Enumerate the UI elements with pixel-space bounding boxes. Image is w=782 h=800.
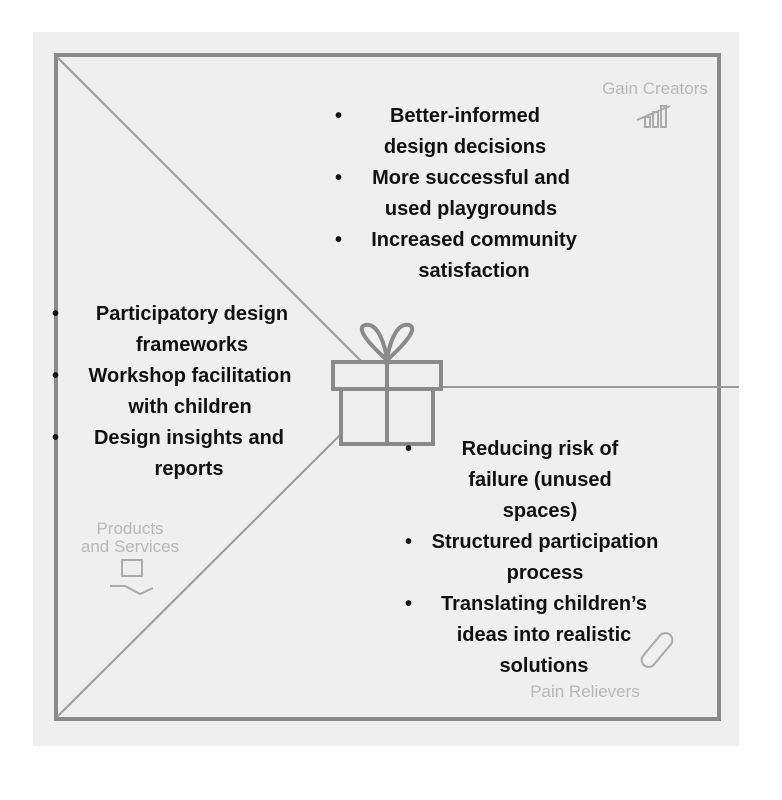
item-text: Better-informed design decisions <box>383 105 547 158</box>
list-item: • Reducing risk of failure (unused spaces… <box>405 434 665 527</box>
gain-creators-label: Gain Creators <box>602 79 708 98</box>
bullet: • <box>52 427 60 449</box>
item-text: Reducing risk of failure (unused spaces) <box>461 438 619 522</box>
bullet: • <box>335 105 343 127</box>
pain-relievers-list: • Reducing risk of failure (unused spaces… <box>405 434 665 682</box>
bandage-icon <box>640 632 674 668</box>
list-item: • More successful and used playgrounds <box>335 163 595 225</box>
list-item: • Workshop facilitation with children <box>52 361 310 423</box>
item-text: Design insights and reports <box>93 427 285 480</box>
list-item: • Structured participation process <box>405 527 665 589</box>
bullet: • <box>52 303 60 325</box>
gain-creators-list: • Better-informed design decisions • More … <box>335 101 595 287</box>
chart-growth-icon <box>636 105 671 128</box>
item-text: Structured participation process <box>431 531 659 584</box>
products-services-label-line2: and Services <box>80 537 180 556</box>
item-text: Workshop facilitation with children <box>88 365 292 418</box>
item-text: Increased community satisfaction <box>371 229 577 282</box>
products-services-label-line1: Products <box>96 519 164 538</box>
bullet: • <box>405 593 413 615</box>
bullet: • <box>405 438 413 460</box>
divider-top-left <box>56 56 363 363</box>
divider-bottom-left <box>56 434 341 718</box>
products-services-list: • Participatory design frameworks • Worksh… <box>52 299 310 485</box>
item-text: Translating children’s ideas into realis… <box>441 593 647 677</box>
pain-relievers-label: Pain Relievers <box>530 682 640 701</box>
bullet: • <box>335 167 343 189</box>
gift-icon <box>331 322 443 446</box>
item-text: Participatory design frameworks <box>95 303 289 356</box>
bullet: • <box>405 531 413 553</box>
list-item: • Better-informed design decisions <box>335 101 595 163</box>
list-item: • Participatory design frameworks <box>52 299 310 361</box>
list-item: • Increased community satisfaction <box>335 225 595 287</box>
item-text: More successful and used playgrounds <box>372 167 570 220</box>
list-item: • Design insights and reports <box>52 423 310 485</box>
products-services-label: Products and Services <box>70 520 190 556</box>
bullet: • <box>335 229 343 251</box>
list-item: • Translating children’s ideas into reali… <box>405 589 665 682</box>
bullet: • <box>52 365 60 387</box>
hand-box-icon <box>110 559 154 596</box>
